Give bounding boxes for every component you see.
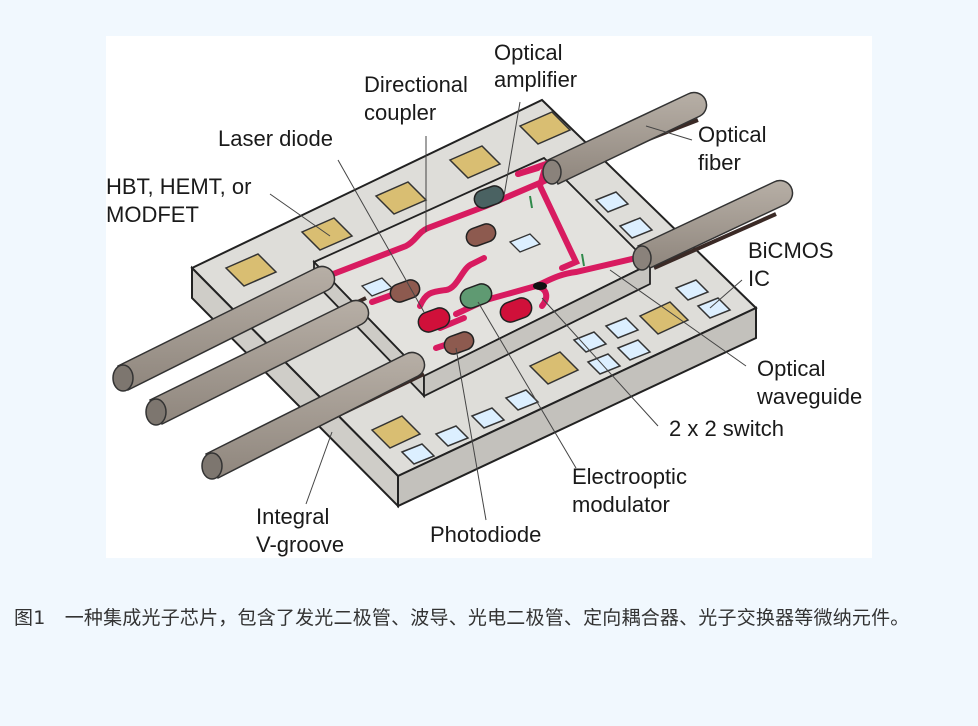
photodiode-lower xyxy=(443,331,475,355)
fiber-left-top xyxy=(112,265,336,392)
gold-pads xyxy=(224,111,690,449)
leader-lines xyxy=(269,101,747,521)
figure-caption: 图1 一种集成光子芯片，包含了发光二极管、波导、光电二极管、定向耦合器、光子交换… xyxy=(14,607,910,629)
photodiode-upper xyxy=(465,223,497,247)
label-2x2-switch: 2 x 2 switch xyxy=(669,416,784,441)
switch-junction xyxy=(533,282,547,290)
laser-diode-left xyxy=(417,307,451,333)
laser-diode-right xyxy=(499,297,533,323)
fiber-right-top xyxy=(542,91,708,186)
optical-amplifier xyxy=(473,185,505,209)
blue-pads xyxy=(400,191,732,465)
photodiode-left xyxy=(389,279,421,303)
optical-fibers xyxy=(112,91,794,480)
fiber-right-bottom xyxy=(632,179,794,271)
label-laser-diode: Laser diode xyxy=(218,126,333,151)
fiber-left-middle xyxy=(145,296,370,426)
electrooptic-modulator xyxy=(459,283,493,309)
fiber-left-bottom xyxy=(201,351,426,480)
label-photodiode: Photodiode xyxy=(430,522,541,547)
